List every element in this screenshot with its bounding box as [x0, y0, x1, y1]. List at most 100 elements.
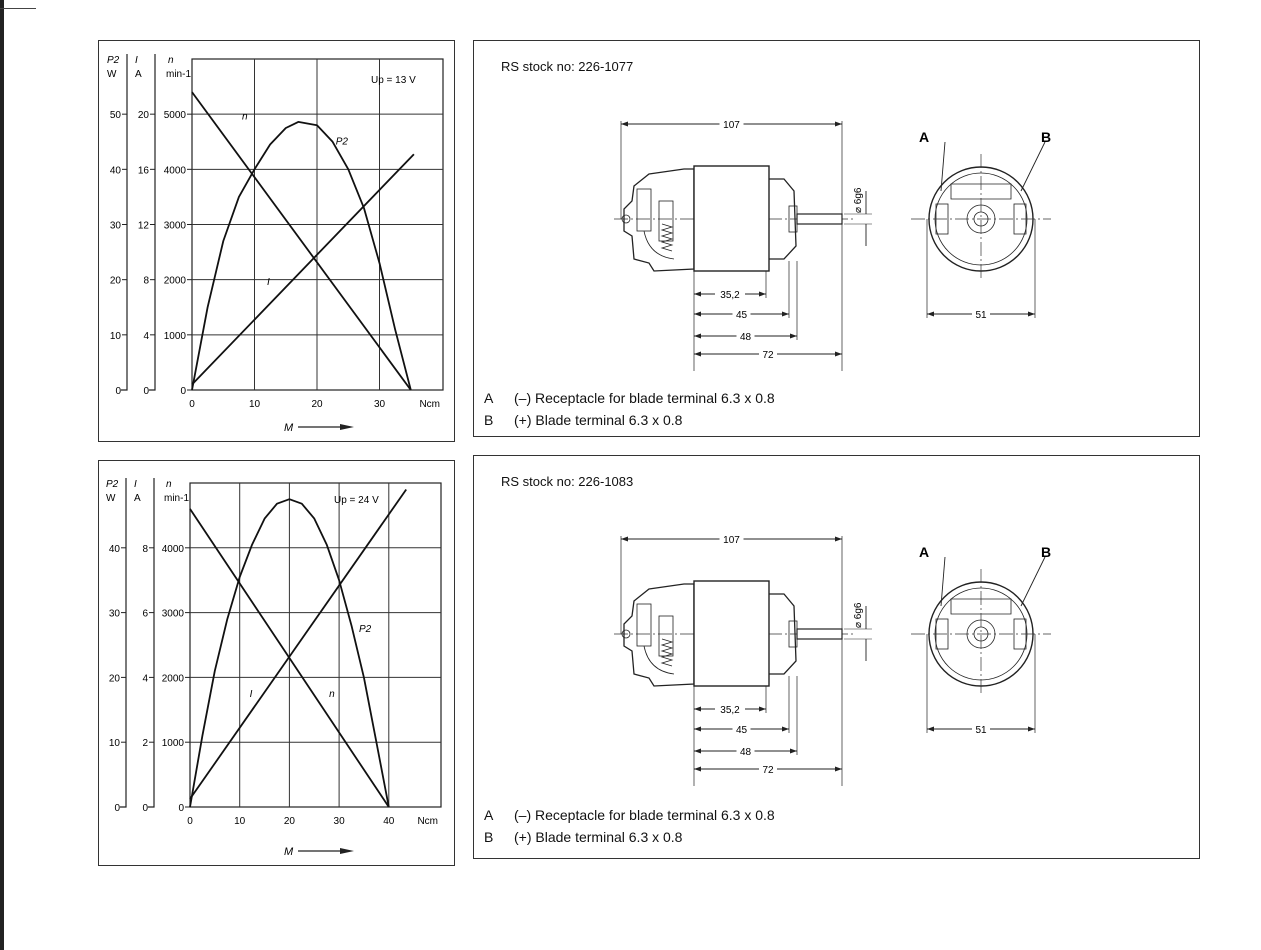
axis-tick-label: 0 [178, 803, 184, 814]
terminal-label-b: B [1041, 129, 1051, 145]
series-label-I: I [267, 277, 270, 288]
terminal-label-b: B [1041, 544, 1051, 560]
lead-wire [643, 645, 675, 675]
dim-overall-label-bg [719, 118, 744, 130]
x-unit-label: Ncm [419, 399, 440, 410]
series-line-I [191, 153, 415, 386]
axis-tick-label: 8 [142, 544, 148, 555]
legend-a: A(–) Receptacle for blade terminal 6.3 x… [484, 807, 775, 823]
x-tick-label: 0 [187, 816, 193, 827]
axis-tick-label: 5000 [164, 110, 187, 121]
legend-key: B [484, 412, 494, 428]
dim-overall-label-bg [719, 533, 744, 545]
x-unit-label: Ncm [417, 816, 438, 827]
axis-tick-label: 12 [138, 221, 150, 232]
axis-tick-label: 0 [115, 386, 121, 397]
series-label-n: n [329, 689, 335, 700]
spring-icon [660, 638, 674, 667]
axis-tick-label: 4000 [162, 544, 185, 555]
leader-b [1020, 556, 1046, 607]
leader-b [1020, 141, 1046, 192]
voltage-annotation: Up = 13 V [371, 75, 416, 86]
series-line-n [191, 91, 412, 391]
dim-diameter-label: 51 [975, 310, 987, 321]
x-tick-label: 0 [189, 399, 195, 410]
chart-svg: P2W010203040IA02468nmin-1010002000300040… [106, 478, 442, 858]
axis-tick-label: 10 [109, 738, 121, 749]
legend-key: A [484, 807, 494, 823]
dim-d4-label: 72 [762, 765, 774, 776]
motor-stator [693, 165, 770, 272]
x-tick-label: 20 [284, 816, 296, 827]
axis-line-P2 [120, 478, 127, 808]
legend-b: B(+) Blade terminal 6.3 x 0.8 [484, 412, 682, 428]
axis-tick-label: 8 [143, 276, 149, 287]
stock-number: RS stock no: 226-1077 [501, 59, 634, 74]
dim-d2-label-bg [732, 723, 751, 735]
axis-unit-n: min-1 [164, 493, 189, 504]
axis-tick-label: 2 [142, 738, 148, 749]
axis-tick-label: 10 [110, 331, 122, 342]
scan-edge [0, 0, 4, 950]
dim-diameter-label-bg [972, 723, 990, 735]
series-line-I [189, 488, 407, 800]
axis-tick-label: 0 [114, 803, 120, 814]
shaft [796, 213, 843, 225]
dim-d2-label: 45 [736, 725, 748, 736]
x-tick-label: 10 [234, 816, 246, 827]
leader-a [940, 141, 946, 192]
axis-tick-label: 0 [143, 386, 149, 397]
axis-tick-label: 3000 [164, 221, 187, 232]
x-tick-label: 40 [383, 816, 395, 827]
dim-diameter-label-bg [972, 308, 990, 320]
spring-icon [660, 223, 674, 252]
axis-tick-label: 1000 [164, 331, 187, 342]
axis-tick-label: 0 [180, 386, 186, 397]
axis-symbol-n: n [168, 55, 174, 66]
axis-line-I [149, 54, 156, 391]
legend-key: B [484, 829, 494, 845]
axis-tick-label: 4 [143, 331, 149, 342]
dim-d2-label-bg [732, 308, 751, 320]
dim-d4-label: 72 [762, 350, 774, 361]
axis-unit-P2: W [106, 493, 116, 504]
x-axis-label: M [284, 422, 294, 434]
dim-d4-label-bg [759, 763, 777, 775]
axis-tick-label: 3000 [162, 609, 185, 620]
terminal-label-a: A [919, 129, 929, 145]
x-axis-arrowhead-icon [340, 848, 354, 854]
legend-text: (+) Blade terminal 6.3 x 0.8 [514, 829, 683, 845]
x-tick-label: 30 [334, 816, 346, 827]
dim-d3-label-bg [736, 745, 755, 757]
dim-d3-label-bg [736, 330, 755, 342]
axis-unit-n: min-1 [166, 69, 191, 80]
chart-svg: P2W01020304050IA048121620nmin-1010002000… [107, 54, 444, 434]
axis-tick-label: 20 [109, 673, 121, 684]
axis-line-I [148, 478, 155, 808]
x-axis-arrowhead-icon [340, 424, 354, 430]
motor-stator [693, 580, 770, 687]
dim-d2-label: 45 [736, 310, 748, 321]
axis-tick-label: 4000 [164, 165, 187, 176]
series-label-n: n [242, 112, 248, 123]
brush-bridge [950, 598, 1012, 615]
dim-d1-label-bg [715, 703, 745, 715]
voltage-annotation: Up = 24 V [334, 495, 379, 506]
axis-tick-label: 6 [142, 609, 148, 620]
axis-tick-label: 4 [142, 673, 148, 684]
dim-overall-label: 107 [723, 120, 740, 131]
axis-tick-label: 20 [110, 276, 122, 287]
end-cap [769, 178, 797, 260]
legend-a: A(–) Receptacle for blade terminal 6.3 x… [484, 390, 775, 406]
axis-unit-I: A [134, 493, 141, 504]
dim-d1-label: 35,2 [720, 290, 740, 301]
axis-symbol-I: I [134, 479, 137, 490]
axis-tick-label: 0 [142, 803, 148, 814]
legend-b: B (+) Blade terminal 6.3 x 0.8 [484, 829, 682, 845]
axis-tick-label: 30 [109, 609, 121, 620]
axis-tick-label: 40 [110, 165, 122, 176]
axis-symbol-P2: P2 [107, 55, 120, 66]
dim-d3-label: 48 [740, 747, 752, 758]
